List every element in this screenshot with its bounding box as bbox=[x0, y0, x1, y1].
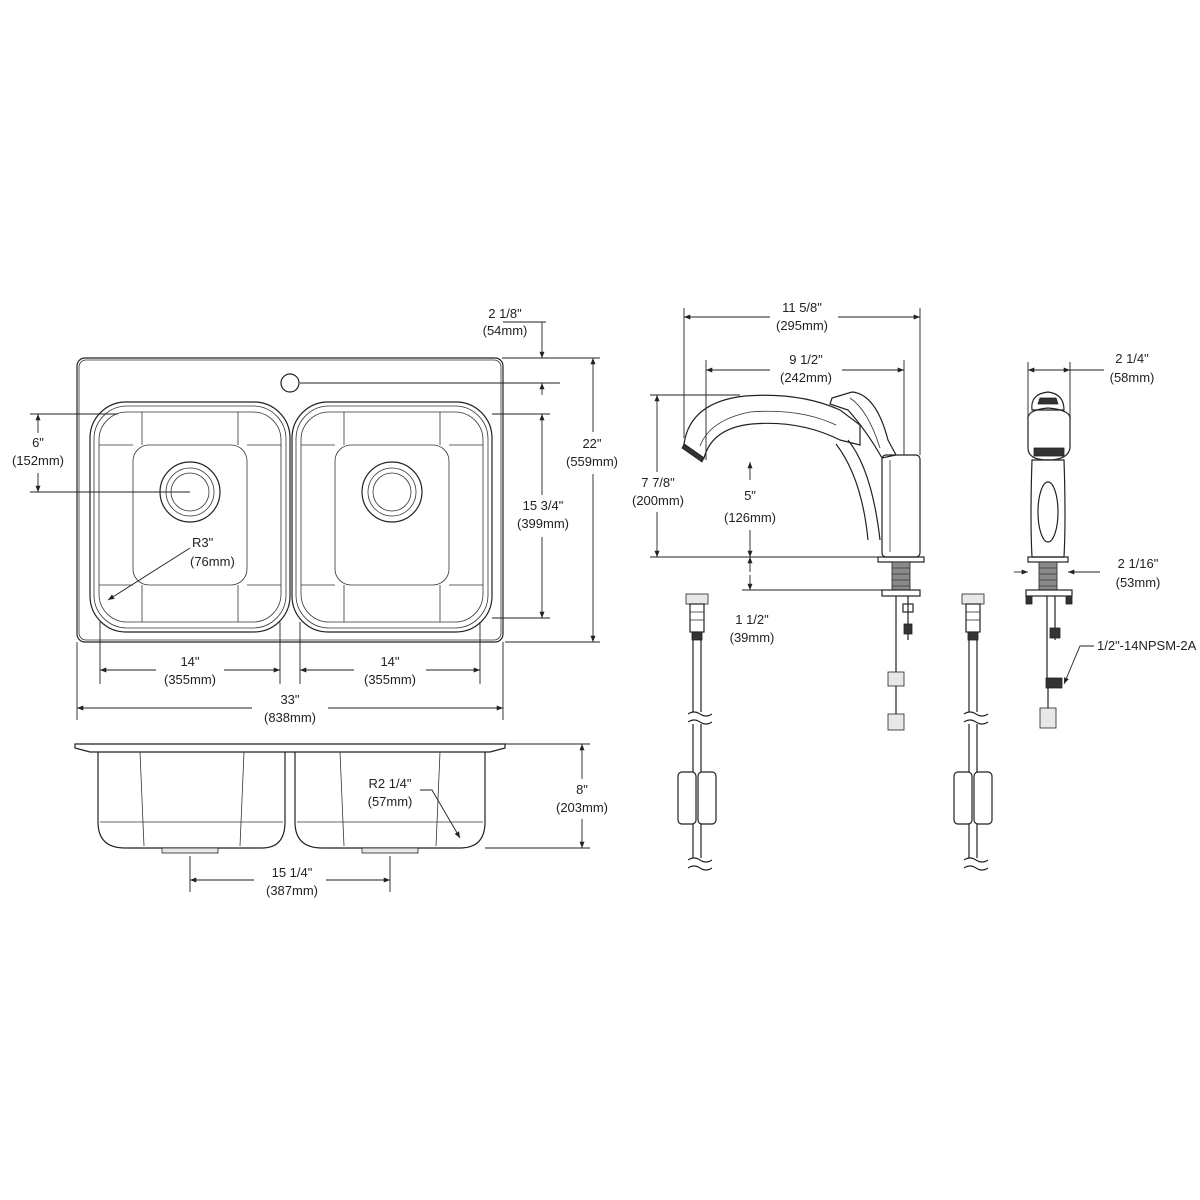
drain-spacing-mm: (387mm) bbox=[266, 883, 318, 898]
body-width-mm: (58mm) bbox=[1110, 370, 1155, 385]
left-bowl bbox=[89, 401, 291, 633]
overall-depth-in: 22" bbox=[582, 436, 601, 451]
bottom-radius-mm: (57mm) bbox=[368, 794, 413, 809]
overall-width-in: 33" bbox=[280, 692, 299, 707]
shank-length-in: 1 1/2" bbox=[735, 612, 769, 627]
faucet-hole-offset-in: 2 1/8" bbox=[488, 306, 522, 321]
faucet-front-view: 2 1/4" (58mm) 2 1/16" (53mm) 1/2"-14NPSM… bbox=[1014, 351, 1197, 729]
faucet-side-view: 11 5/8" (295mm) 9 1/2" (242mm) 7 7/8" (2… bbox=[628, 298, 925, 731]
bowl-depth-top-mm: (399mm) bbox=[517, 516, 569, 531]
bowl-depth-top-in: 15 3/4" bbox=[523, 498, 564, 513]
faucet-hole-offset-mm: (54mm) bbox=[483, 323, 528, 338]
sprayer-hose-right bbox=[953, 593, 993, 871]
shank-length-mm: (39mm) bbox=[730, 630, 775, 645]
bowl-height-mm: (203mm) bbox=[556, 800, 608, 815]
body-width-in: 2 1/4" bbox=[1115, 351, 1149, 366]
right-bowl bbox=[291, 401, 493, 633]
right-drain bbox=[361, 461, 423, 523]
overall-reach-in: 11 5/8" bbox=[782, 300, 822, 315]
drain-offset-in: 6" bbox=[32, 435, 44, 450]
corner-radius-mm: (76mm) bbox=[190, 554, 235, 569]
drain-spacing-in: 15 1/4" bbox=[272, 865, 313, 880]
base-width-in: 2 1/16" bbox=[1118, 556, 1159, 571]
left-bowl-width-in: 14" bbox=[180, 654, 199, 669]
spout-reach-in: 9 1/2" bbox=[789, 352, 823, 367]
drain-offset-mm: (152mm) bbox=[12, 453, 64, 468]
bowl-height-in: 8" bbox=[576, 782, 588, 797]
sink-top-view: 2 1/8" (54mm) 22" (559mm) 15 3/4" (399mm… bbox=[10, 306, 618, 728]
overall-height-mm: (200mm) bbox=[632, 493, 684, 508]
sink-side-view: 8" (203mm) R2 1/4" (57mm) 15 1/4" (387mm… bbox=[74, 743, 616, 902]
connection-spec: 1/2"-14NPSM-2A bbox=[1097, 638, 1197, 653]
faucet-hole bbox=[280, 373, 300, 393]
overall-depth-mm: (559mm) bbox=[566, 454, 618, 469]
base-width-mm: (53mm) bbox=[1116, 575, 1161, 590]
right-bowl-width-mm: (355mm) bbox=[364, 672, 416, 687]
sprayer-hose-left bbox=[677, 593, 717, 871]
right-bowl-width-in: 14" bbox=[380, 654, 399, 669]
corner-radius-in: R3" bbox=[192, 535, 214, 550]
spout-reach-mm: (242mm) bbox=[780, 370, 832, 385]
overall-reach-mm: (295mm) bbox=[776, 318, 828, 333]
left-bowl-width-mm: (355mm) bbox=[164, 672, 216, 687]
bottom-radius-in: R2 1/4" bbox=[369, 776, 412, 791]
overall-height-in: 7 7/8" bbox=[641, 475, 675, 490]
spout-clearance-mm: (126mm) bbox=[724, 510, 776, 525]
overall-width-mm: (838mm) bbox=[264, 710, 316, 725]
spout-clearance-in: 5" bbox=[744, 488, 756, 503]
